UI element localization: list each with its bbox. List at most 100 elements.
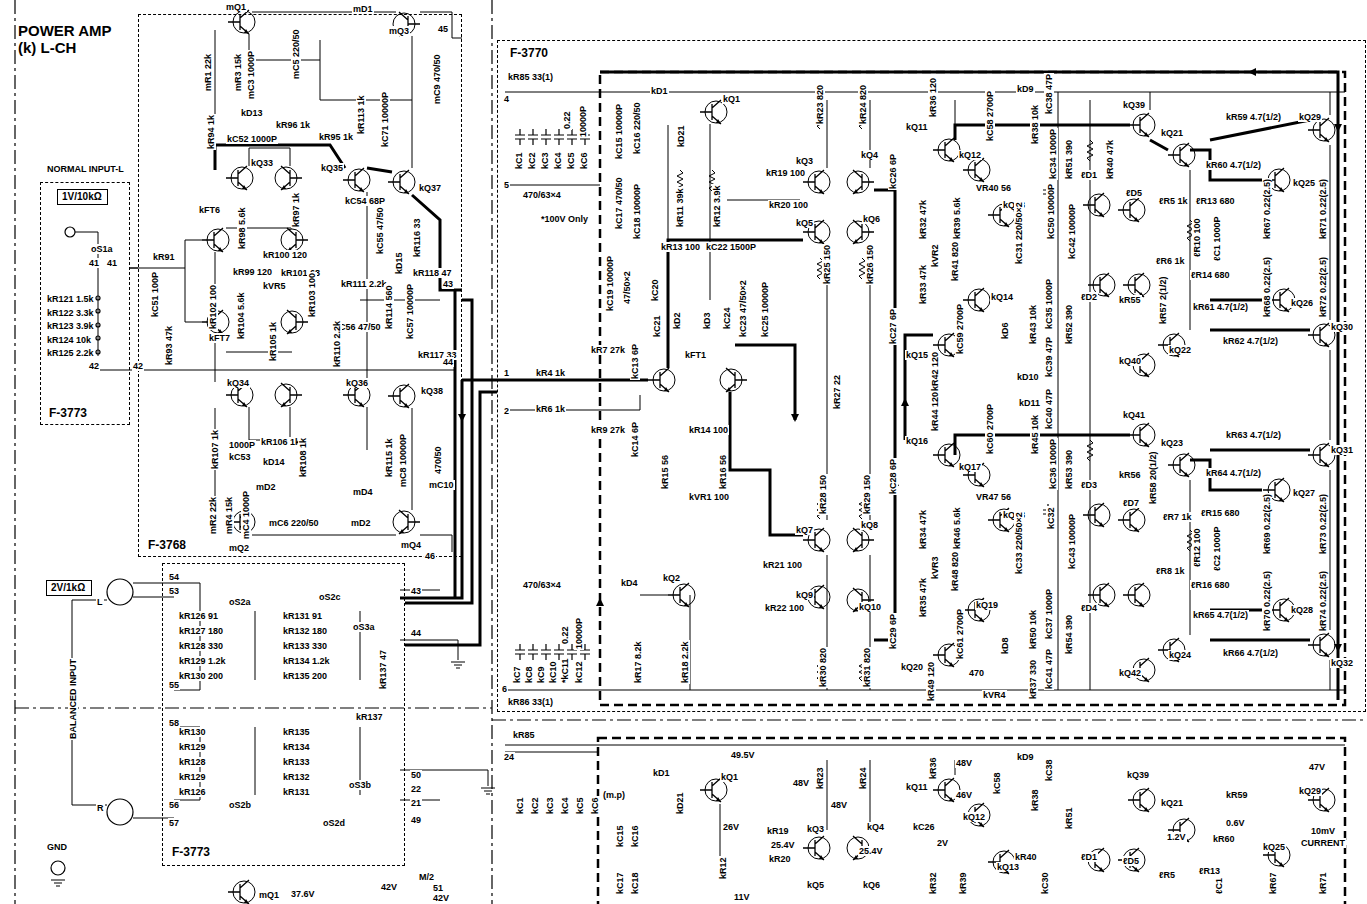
- switch-contact: [96, 336, 100, 340]
- part-label: *kC11: [560, 657, 570, 684]
- part-label: 1: [503, 368, 510, 378]
- part-label: 10000P: [574, 617, 584, 650]
- part-label: kR50 10k: [1028, 609, 1038, 650]
- part-label: kQ24: [1168, 650, 1192, 660]
- part-label: kD9: [1016, 84, 1035, 94]
- part-label: kQ30: [1330, 322, 1354, 332]
- part-label: kQ29: [1298, 786, 1322, 796]
- part-label: 22: [410, 784, 422, 794]
- part-label: ℓR8 1k: [1155, 566, 1185, 576]
- part-label: kR99 120: [232, 267, 273, 277]
- transistor-symbol: [1118, 848, 1145, 872]
- wire: [1058, 92, 1059, 690]
- part-label: kQ29: [1298, 112, 1322, 122]
- part-label: kR130 200: [178, 671, 224, 681]
- part-label: kQ40: [1118, 356, 1142, 366]
- part-label: kR17 8.2k: [633, 640, 643, 684]
- transistor-symbol: [218, 247, 223, 252]
- transistor-symbol: [979, 177, 984, 182]
- transistor-symbol: [1184, 472, 1189, 477]
- part-label: 42V: [432, 893, 450, 903]
- part-label: oS2c: [318, 592, 342, 602]
- part-label: kC26 6P: [888, 153, 898, 190]
- transistor-symbol: [1118, 198, 1145, 222]
- part-label: kQ34: [226, 378, 250, 388]
- signal-path: [367, 168, 392, 172]
- part-label: kR32 47k: [918, 199, 928, 240]
- transistor-symbol: [1083, 193, 1104, 217]
- part-label: 25.4V: [858, 846, 884, 856]
- part-label: kC23 47/50×2: [738, 279, 748, 338]
- part-label: mQ4: [400, 540, 422, 550]
- part-label: kR39: [958, 871, 968, 895]
- part-label: kR18 2.2k: [680, 640, 690, 684]
- part-label: 0.22: [560, 625, 570, 645]
- transistor-symbol: [275, 166, 302, 190]
- part-label: oS3b: [348, 780, 372, 790]
- part-label: kR126 91: [178, 611, 219, 621]
- wire: [226, 352, 292, 353]
- transistor-symbol: [404, 403, 409, 408]
- part-label: kQ33: [250, 158, 274, 168]
- transistor-symbol: [388, 170, 409, 194]
- part-label: kC6: [590, 796, 600, 815]
- part-label: kR33 47k: [918, 264, 928, 305]
- part-label: ℓR13 680: [1195, 196, 1235, 206]
- part-label: kC4: [553, 151, 563, 170]
- part-label: kR46 5.6k: [952, 506, 962, 550]
- part-label: ℓC2 1000P: [1212, 526, 1222, 572]
- part-label: kC12: [574, 660, 584, 684]
- frame-line: [14, 0, 15, 904]
- transistor-symbol: [1324, 462, 1329, 467]
- transistor-symbol: [1308, 633, 1335, 657]
- transistor-symbol: [281, 185, 286, 190]
- part-label: R: [96, 803, 105, 813]
- part-label: kR66 4.7(1/2): [1222, 648, 1279, 658]
- wire: [400, 640, 458, 660]
- switch-contact: [96, 323, 100, 327]
- part-label: 50: [410, 770, 422, 780]
- part-label: kQ6: [862, 214, 881, 224]
- transistor-symbol: [648, 368, 675, 392]
- part-label: kC59 2700P: [955, 303, 965, 355]
- transistor-symbol: [281, 383, 302, 407]
- part-label: kR128 330: [178, 641, 224, 651]
- transistor-symbol: [202, 228, 229, 252]
- part-label: kR114 560: [384, 284, 394, 330]
- part-label: mQ1: [258, 890, 280, 900]
- part-label: oS2d: [322, 818, 346, 828]
- part-label: kQ25: [1292, 178, 1316, 188]
- part-label: kR73 0.22(2.5): [1318, 493, 1328, 555]
- signal-arrow: [791, 414, 799, 422]
- part-label: kR102 100: [208, 284, 218, 330]
- signal-arrow: [458, 414, 466, 422]
- part-label: kQ3: [795, 156, 814, 166]
- transistor-symbol: [1128, 423, 1149, 447]
- transistor-symbol: [963, 288, 984, 312]
- part-label: kD10: [1016, 372, 1040, 382]
- part-label: kC38: [1044, 758, 1054, 782]
- part-label: kR19: [766, 826, 790, 836]
- part-label: kR108 1k: [298, 437, 308, 478]
- capacitor-symbol: [528, 129, 538, 145]
- input-jack: [65, 227, 75, 237]
- part-label: kR100 120: [262, 250, 308, 260]
- part-label: mC6 220/50: [268, 518, 320, 528]
- transistor-symbol: [1279, 862, 1284, 867]
- part-label: mQ3: [388, 26, 410, 36]
- transistor-symbol: [1168, 143, 1195, 167]
- signal-arrow: [901, 398, 909, 406]
- part-label: kD1: [652, 768, 671, 778]
- wire: [249, 34, 320, 60]
- part-label: kVR5: [262, 281, 287, 291]
- part-label: oS2b: [228, 800, 252, 810]
- transistor-symbol: [281, 402, 286, 407]
- transistor-symbol: [1308, 443, 1329, 467]
- transistor-symbol: [847, 528, 874, 552]
- part-label: kR121 1.5k: [46, 294, 95, 304]
- transistor-symbol: [684, 602, 689, 607]
- part-label: ℓR6 1k: [1155, 256, 1185, 266]
- board-name: F-3773: [170, 846, 212, 859]
- switch-contact: [96, 309, 100, 313]
- part-label: kR68 0.22(2.5): [1262, 256, 1272, 318]
